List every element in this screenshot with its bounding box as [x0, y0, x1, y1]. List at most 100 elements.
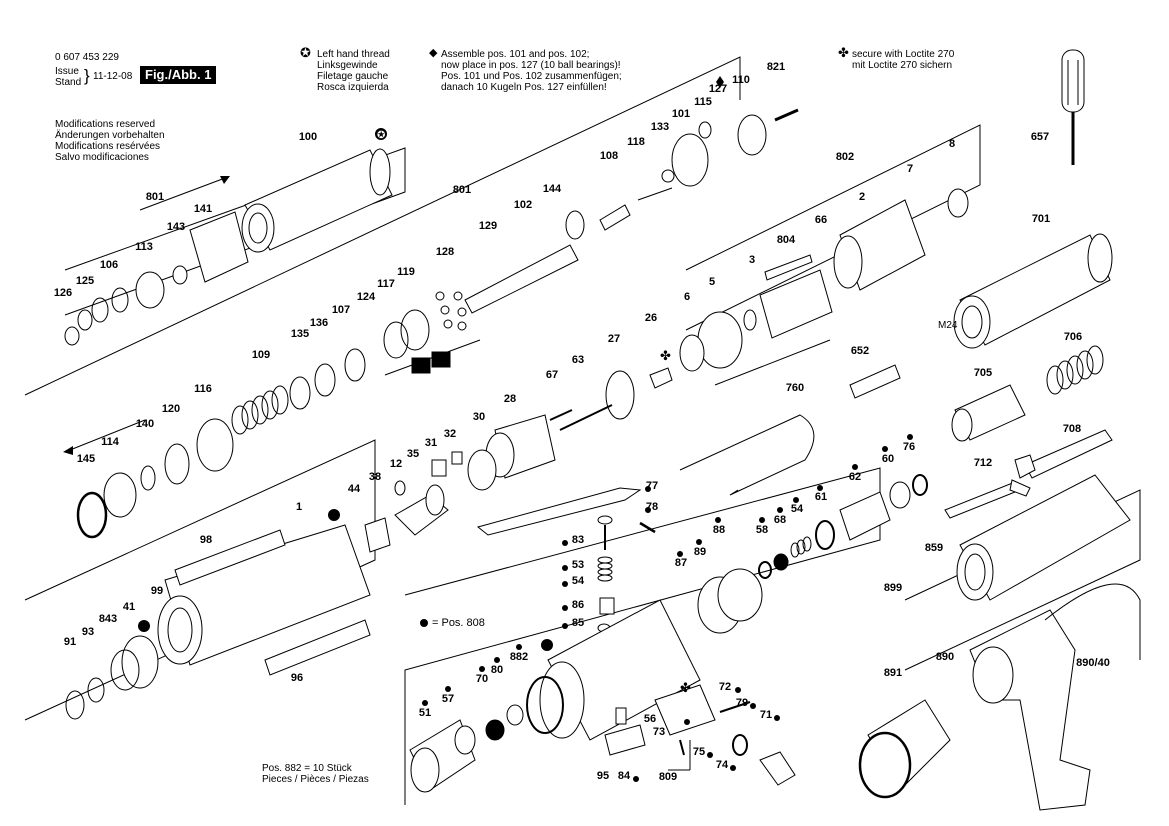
pos-808-dots: [420, 434, 913, 782]
stand-label: Stand: [55, 77, 82, 88]
part-label-77: 77: [646, 480, 658, 492]
hex-key-icon: [944, 479, 1031, 519]
part-label-706: 706: [1064, 331, 1082, 343]
part-label-117: 117: [377, 278, 395, 290]
part-label-110: 110: [732, 74, 750, 86]
spring-54: [790, 536, 812, 558]
part-label-27: 27: [608, 333, 620, 345]
lever-77: [476, 487, 656, 536]
group-box-motor: [685, 124, 981, 331]
part-label-128: 128: [436, 246, 454, 258]
part-label-68: 68: [774, 514, 786, 526]
assemble-diamond-icon: [716, 76, 724, 88]
part-label-79: 79: [736, 697, 748, 709]
part-label-53: 53: [572, 559, 584, 571]
part-label-1: 1: [296, 501, 302, 513]
part-label-135: 135: [291, 328, 309, 340]
part-label-102: 102: [514, 199, 532, 211]
part-label-67: 67: [546, 369, 558, 381]
part-label-116: 116: [194, 383, 212, 395]
part-label-125: 125: [76, 275, 94, 287]
part-label-891: 891: [884, 667, 902, 679]
assemble-note: Assemble pos. 101 and pos. 102; now plac…: [441, 49, 622, 93]
part-label-701: 701: [1032, 213, 1050, 225]
part-label-30: 30: [473, 411, 485, 423]
figure-badge: Fig./Abb. 1: [140, 66, 217, 84]
part-label-56: 56: [644, 713, 656, 725]
part-label-54: 54: [791, 503, 804, 515]
part-label-890-40: 890/40: [1076, 657, 1110, 669]
pistol-grip-890: [969, 583, 1141, 811]
part-label-54: 54: [572, 575, 585, 587]
part-label-62: 62: [849, 471, 861, 483]
part-label-145: 145: [77, 453, 95, 465]
part-label-41: 41: [123, 601, 135, 613]
part-label-657: 657: [1031, 131, 1049, 143]
part-label-88: 88: [713, 524, 725, 536]
part-label-91: 91: [64, 636, 76, 648]
planetary-gear-28: [467, 414, 556, 491]
part-label-87: 87: [675, 557, 687, 569]
part-label-760: 760: [786, 382, 804, 394]
part-label-86: 86: [572, 599, 584, 611]
part-label-26: 26: [645, 312, 657, 324]
part-label-143: 143: [167, 221, 185, 233]
part-label-899: 899: [884, 582, 902, 594]
part-label-133: 133: [651, 121, 669, 133]
part-label-120: 120: [162, 403, 180, 415]
issue-brace: }: [84, 66, 90, 85]
part-label-8: 8: [949, 138, 955, 150]
svg-text:✤: ✤: [660, 348, 671, 363]
part-label-51: 51: [419, 707, 431, 719]
part-label-809: 809: [659, 771, 677, 783]
part-label-84: 84: [618, 770, 631, 782]
part-label-73: 73: [653, 726, 665, 738]
sleeve-705: [951, 384, 1026, 442]
part-label-801: 801: [453, 184, 471, 196]
rotor-3: [743, 254, 833, 339]
cylinder-2: [833, 188, 969, 291]
part-label-141: 141: [194, 203, 212, 215]
part-label-113: 113: [135, 241, 153, 253]
left-thread-star-icons: [138, 128, 553, 651]
part-label-119: 119: [397, 266, 415, 278]
part-label-85: 85: [572, 617, 584, 629]
part-label-57: 57: [442, 693, 454, 705]
part-label-108: 108: [600, 150, 618, 162]
issue-date: 11-12-08: [93, 71, 133, 82]
assemble-diamond-legend-icon: ◆: [429, 47, 438, 59]
part-label-6: 6: [684, 291, 690, 303]
part-label-32: 32: [444, 428, 456, 440]
part-label-705: 705: [974, 367, 992, 379]
housing-1: [157, 524, 371, 676]
loctite-clover-icons: ✤ ✤: [660, 348, 691, 695]
part-label-98: 98: [200, 534, 212, 546]
part-label-61: 61: [815, 491, 827, 503]
group-box-lower: [404, 467, 881, 805]
left-thread-icon: ✪: [300, 45, 311, 60]
part-label-144: 144: [543, 183, 562, 195]
part-label-38: 38: [369, 471, 381, 483]
bearing-balls: [435, 291, 467, 331]
part-label-28: 28: [504, 393, 516, 405]
m24-label: M24: [938, 320, 958, 331]
exhaust-hose-899: [956, 474, 1131, 601]
left-thread-note: Left hand thread Linksgewinde Filetage g…: [317, 49, 390, 93]
part-label-76: 76: [903, 441, 915, 453]
spring-109: [231, 385, 289, 435]
part-labels: 1008011411431131061251268211101271151011…: [54, 61, 1110, 783]
part-label-89: 89: [694, 546, 706, 558]
part-label-118: 118: [627, 136, 645, 148]
part-label-96: 96: [291, 672, 303, 684]
part-label-66: 66: [815, 214, 827, 226]
part-label-58: 58: [756, 524, 768, 536]
part-label-140: 140: [136, 418, 154, 430]
modifications-note: Modifications reserved Änderungen vorbeh…: [55, 119, 165, 163]
part-label-708: 708: [1063, 423, 1081, 435]
part-number: 0 607 453 229: [55, 52, 119, 63]
part-label-859: 859: [925, 542, 943, 554]
part-label-802: 802: [836, 151, 854, 163]
part-label-804: 804: [777, 234, 796, 246]
part-label-821: 821: [767, 61, 785, 73]
